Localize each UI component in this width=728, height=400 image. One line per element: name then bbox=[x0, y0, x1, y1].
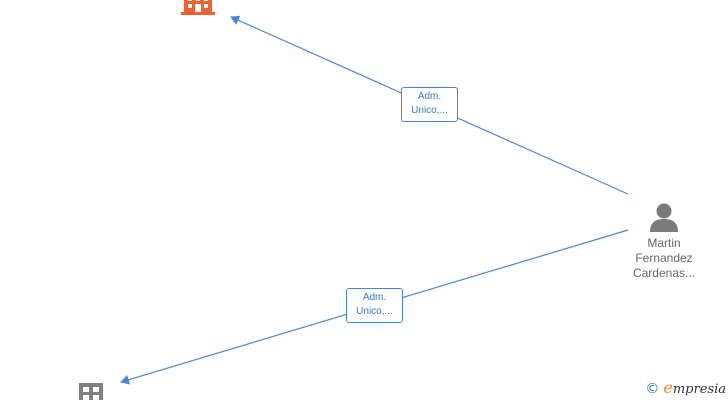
brand-e-letter: e bbox=[663, 378, 673, 397]
building-icon bbox=[79, 383, 103, 400]
edge-label-bottom-line2: Unico,... bbox=[356, 306, 393, 317]
person-name-line3: Cardenas... bbox=[632, 266, 696, 280]
edge-label-top-line2: Unico,... bbox=[411, 105, 448, 116]
company-node-bottom[interactable] bbox=[78, 383, 104, 400]
edge-label-bottom[interactable]: Adm. Unico,... bbox=[346, 288, 403, 323]
person-name: Martin Fernandez Cardenas... bbox=[618, 236, 710, 281]
edge-label-top[interactable]: Adm. Unico,... bbox=[401, 87, 458, 122]
person-node[interactable]: Martin Fernandez Cardenas... bbox=[618, 202, 710, 281]
edge-label-bottom-line1: Adm. bbox=[362, 292, 387, 303]
brand-logo: ©empresia bbox=[645, 378, 726, 397]
person-name-line1: Martin bbox=[647, 236, 681, 250]
brand-name: mpresia bbox=[672, 382, 726, 397]
copyright-icon: © bbox=[645, 381, 660, 397]
company-node-top[interactable] bbox=[181, 0, 215, 16]
person-name-line2: Fernandez bbox=[635, 251, 693, 265]
building-icon bbox=[181, 0, 215, 15]
person-icon bbox=[650, 203, 678, 232]
edge-label-top-line1: Adm. bbox=[417, 91, 442, 102]
